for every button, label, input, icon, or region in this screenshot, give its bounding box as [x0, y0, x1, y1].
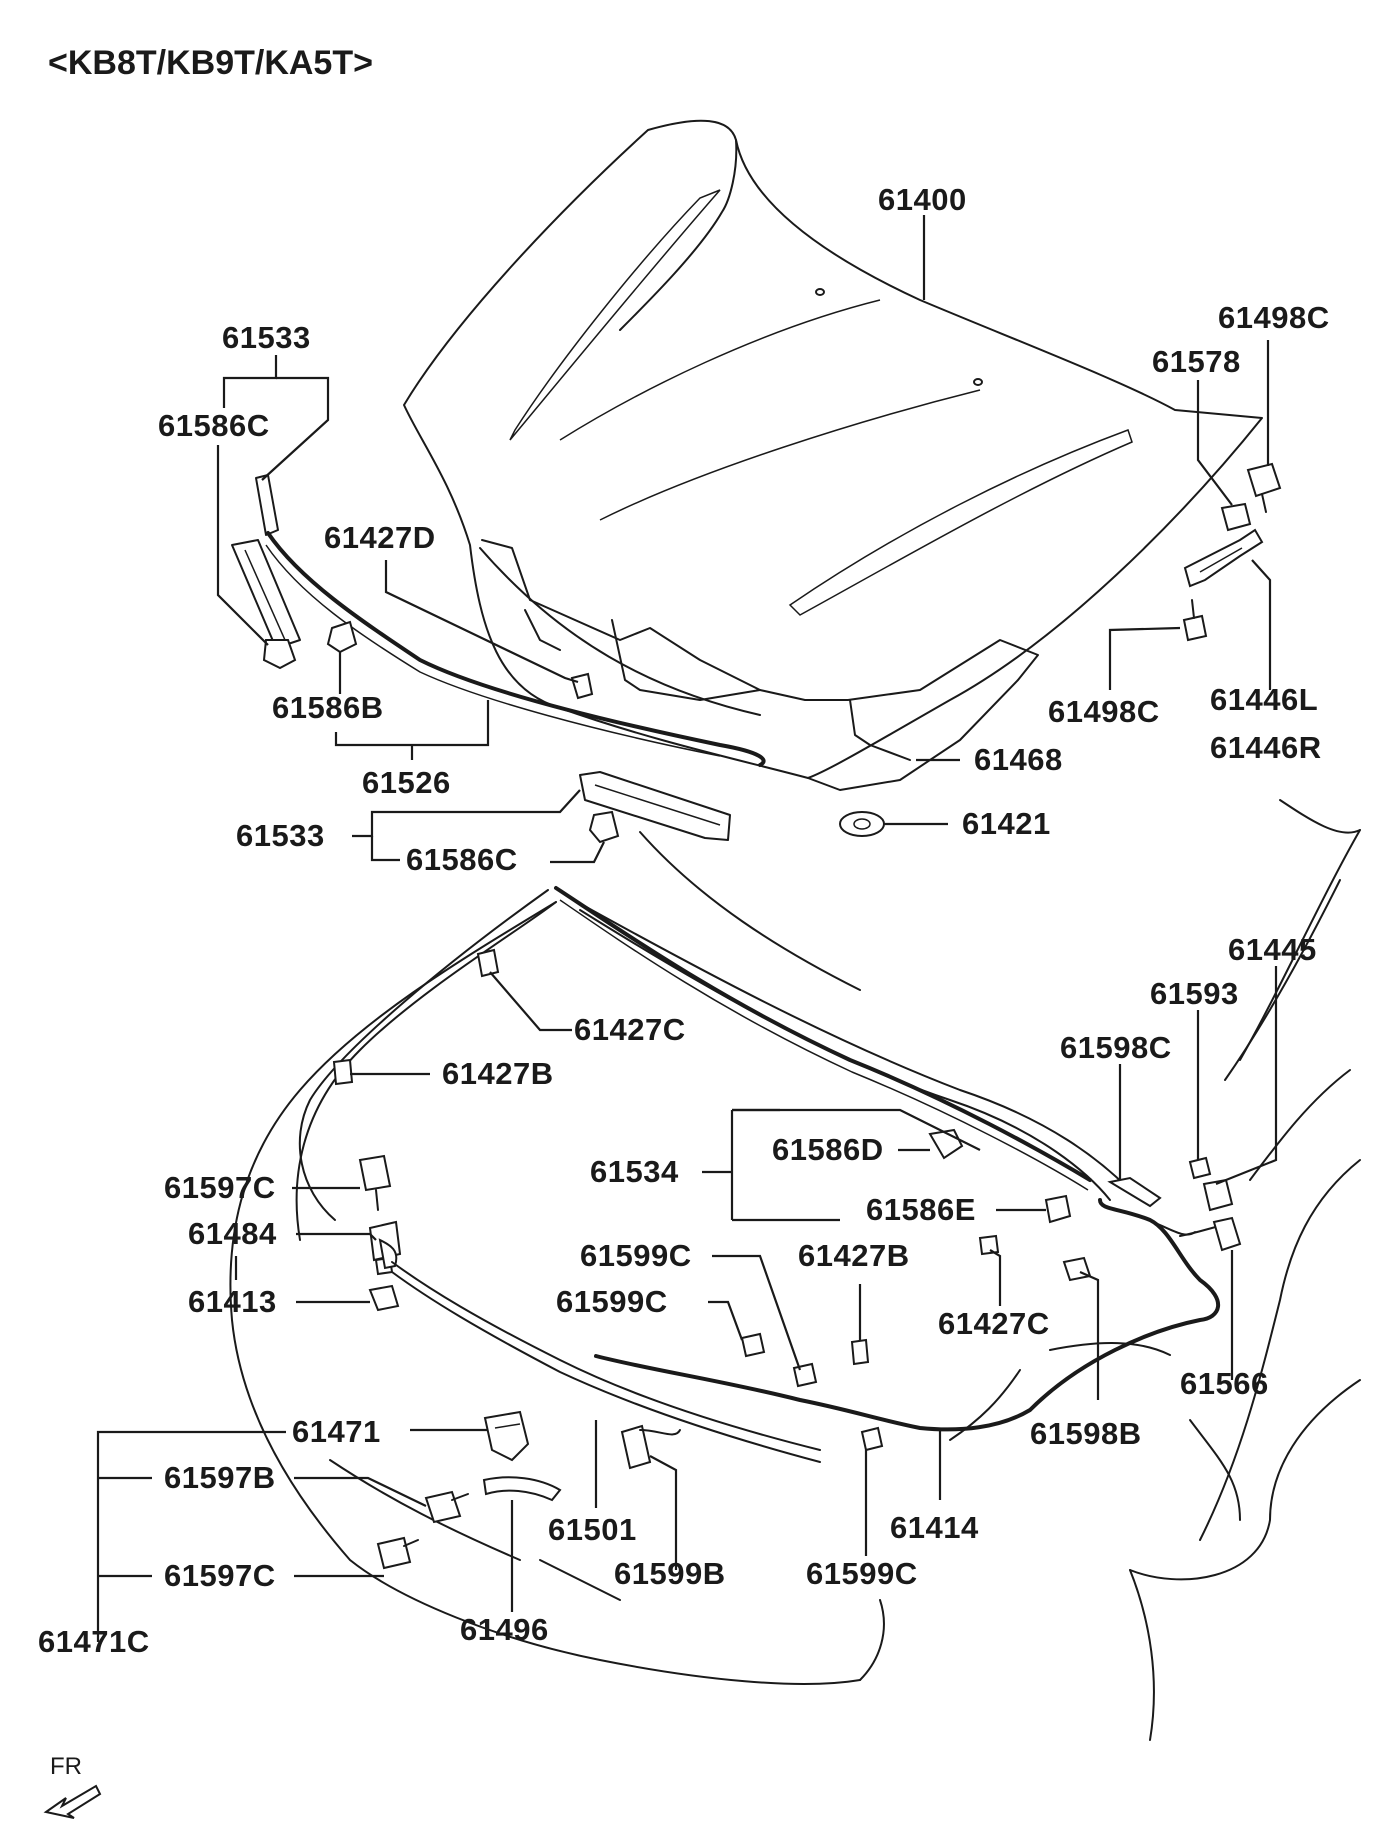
clip-61599C-a: [740, 1332, 766, 1358]
hood-latch-assembly: [368, 1220, 821, 1463]
label-61586B: 61586B: [272, 690, 384, 725]
label-61566: 61566: [1180, 1366, 1269, 1401]
label-61578: 61578: [1152, 344, 1241, 379]
label-61598B: 61598B: [1030, 1416, 1142, 1451]
label-61597C-bot: 61597C: [164, 1558, 276, 1593]
clip-61586E: [1044, 1194, 1072, 1224]
grommet-61421: [839, 811, 885, 837]
clip-61599C-b: [792, 1362, 818, 1388]
label-61446R: 61446R: [1210, 730, 1322, 765]
leader-lines: [96, 215, 1278, 1642]
label-61526: 61526: [362, 765, 451, 800]
hood-front-seal: [579, 771, 731, 841]
grommet-61566: [1212, 1216, 1242, 1252]
label-61599C-bot: 61599C: [806, 1556, 918, 1591]
label-61498C-top: 61498C: [1218, 300, 1330, 335]
hood-panel: [403, 119, 1263, 791]
nut-61578: [1220, 502, 1252, 532]
clip-61586C-mid: [588, 810, 620, 844]
label-61586C-top: 61586C: [158, 408, 270, 443]
stay-61445: [1202, 1178, 1234, 1212]
hood-rear-seal: [554, 886, 1092, 1182]
guide-61496: [482, 1476, 562, 1502]
label-61533-top: 61533: [222, 320, 311, 355]
holder-61598B: [1062, 1256, 1092, 1282]
bolt-61597C-bot: [376, 1536, 419, 1570]
front-direction-marker: FR: [43, 1753, 102, 1819]
stay-holder-61598C: [1107, 1176, 1162, 1208]
clip-61427D: [570, 672, 594, 700]
label-61496: 61496: [460, 1612, 549, 1647]
latch-61471: [483, 1410, 530, 1462]
clip-61586C-top: [262, 639, 297, 670]
label-61414: 61414: [890, 1510, 979, 1545]
hood-side-seal: [298, 889, 549, 1221]
bolt-61498C-mid: [1182, 599, 1208, 642]
label-61599B: 61599B: [614, 1556, 726, 1591]
label-61597B: 61597B: [164, 1460, 276, 1495]
label-61421: 61421: [962, 806, 1051, 841]
label-61400: 61400: [878, 182, 967, 217]
hood-hinge: [1183, 528, 1264, 588]
bolt-61498C-top: [1246, 462, 1282, 513]
label-61501: 61501: [548, 1512, 637, 1547]
label-61484: 61484: [188, 1216, 277, 1251]
label-61471: 61471: [292, 1414, 381, 1449]
cushion-61427B-mid: [850, 1338, 870, 1366]
label-61597C-top: 61597C: [164, 1170, 276, 1205]
release-cable: [594, 1198, 1221, 1432]
front-arrow-icon: [43, 1784, 102, 1819]
label-61427B-mid: 61427B: [798, 1238, 910, 1273]
clip-61593: [1188, 1156, 1212, 1180]
cushion-61427C-top: [476, 948, 500, 978]
cushion-61427B-top: [332, 1058, 354, 1086]
label-61599C-a: 61599C: [556, 1284, 668, 1319]
label-61586E: 61586E: [866, 1192, 976, 1227]
label-61468: 61468: [974, 742, 1063, 777]
clip-61599C-bot: [860, 1426, 884, 1452]
label-61586D: 61586D: [772, 1132, 884, 1167]
bolt-61597B: [424, 1490, 469, 1524]
bolt-61597C-top: [358, 1154, 392, 1211]
label-61599C-b: 61599C: [580, 1238, 692, 1273]
clip-61586B: [326, 620, 358, 654]
label-61534: 61534: [590, 1154, 679, 1189]
label-61427C-mid: 61427C: [938, 1306, 1050, 1341]
label-61427C-top: 61427C: [574, 1012, 686, 1047]
label-61533-mid: 61533: [236, 818, 325, 853]
label-61593: 61593: [1150, 976, 1239, 1011]
fr-label: FR: [50, 1753, 82, 1780]
label-61598C: 61598C: [1060, 1030, 1172, 1065]
hood-side-seal-left: [231, 474, 301, 649]
label-61427D: 61427D: [324, 520, 436, 555]
clip-61599B: [620, 1424, 681, 1470]
cushion-61427C-mid: [978, 1234, 1000, 1256]
hood-weatherstrip: [266, 531, 766, 767]
label-61446L: 61446L: [1210, 682, 1318, 717]
label-61445: 61445: [1228, 932, 1317, 967]
label-61413: 61413: [188, 1284, 277, 1319]
label-61586C-mid: 61586C: [406, 842, 518, 877]
label-61498C-mid: 61498C: [1048, 694, 1160, 729]
label-61427B-top: 61427B: [442, 1056, 554, 1091]
part-labels: 61400 61498C 61578 61533 61586C 61427D 6…: [38, 182, 1330, 1659]
label-61471C: 61471C: [38, 1624, 150, 1659]
diagram-title: <KB8T/KB9T/KA5T>: [48, 44, 373, 82]
